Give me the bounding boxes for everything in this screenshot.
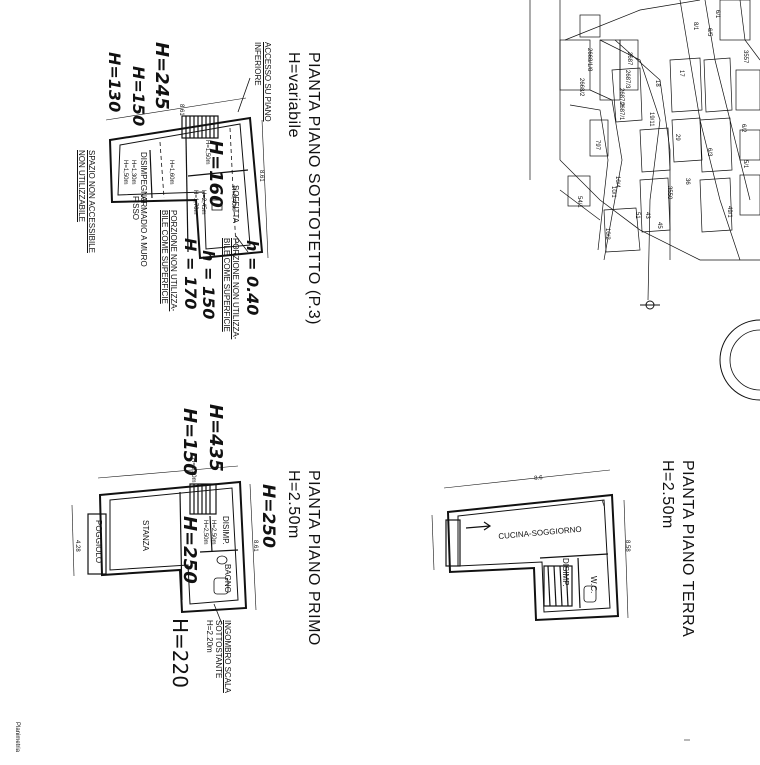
parcel-label: 5/1: [742, 160, 748, 169]
parcel-label: 17: [678, 70, 684, 77]
print-height-3: H=1,60m: [168, 160, 174, 185]
parcel-label: 2687/1: [618, 102, 624, 121]
ingombro-line3: H=2.20m: [205, 620, 214, 653]
ingombro-line2: SOTTOSTANTE: [214, 620, 223, 679]
room-armadio-line2: FISSO: [131, 196, 140, 221]
parcel-label: 6/5: [706, 28, 712, 37]
room-poggiolo: POGGIOLO: [94, 520, 103, 564]
parcel-label: 6/3: [706, 148, 712, 157]
room-bagno: BAGNO: [223, 564, 232, 593]
parcel-label: 54/1: [576, 196, 582, 208]
parcel-label: 43: [644, 212, 650, 219]
parcel-label: 18: [654, 80, 660, 87]
sottotetto-dim-right: 8.61: [258, 170, 264, 182]
primo-title: PIANTA PIANO PRIMO: [305, 470, 322, 646]
hand-h150: H=150: [129, 66, 148, 127]
porzione-b-line2: BILE COME SUPERFICIE: [160, 210, 169, 304]
primo-plan-outline: [71, 465, 257, 625]
print-height-1: H=0,40m: [230, 186, 236, 211]
parcel-label: 19/11: [648, 112, 654, 127]
room-disimp-primo: DISIMP.: [221, 516, 230, 545]
parcel-label: 10/1: [610, 186, 616, 198]
parcel-label: 3550: [666, 186, 672, 200]
room-stanza: STANZA: [141, 520, 150, 551]
parcel-label: 45: [656, 222, 662, 229]
porzione-b-line1: PORZIONE NON UTILIZZA-: [169, 210, 178, 312]
primo-print-height-2: H=2,50m: [210, 520, 216, 545]
room-armadio-line1: ARMADIO A MURO: [139, 196, 148, 267]
sottotetto-title: PIANTA PIANO SOTTOTETTO (P.3): [305, 52, 322, 325]
room-disimp-terra: DISIMP.: [561, 558, 570, 587]
hand-h250b: H=250: [179, 516, 200, 584]
sottotetto-access-line2: INFERIORE: [253, 42, 262, 86]
parcel-label: 2687: [626, 52, 632, 66]
parcel-label: 29: [674, 134, 680, 141]
cadastral-map: [529, 0, 760, 401]
hand-h130: H=130: [105, 52, 124, 113]
primo-print-height-3: H=2,50m: [202, 520, 208, 545]
print-height-7: H=1,70m: [192, 190, 198, 215]
sottotetto-height: H=variabile: [285, 52, 302, 138]
room-wc: W.C.: [589, 576, 598, 594]
hand-h435: H=435: [205, 404, 226, 472]
print-height-4: H=1,30m: [130, 160, 136, 185]
terra-dim-top: 8.6: [534, 475, 543, 482]
sottotetto-access-line1: ACCESSO SU PIANO: [263, 42, 272, 122]
primo-height: H=2.50m: [285, 470, 302, 539]
parcel-label: 797: [594, 140, 600, 151]
porzione-a-line2: BILE COME SUPERFICIE: [222, 238, 231, 332]
primo-dim-left: 4.28: [74, 540, 80, 552]
parcel-label: 51: [634, 212, 640, 219]
sottotetto-plan-outline: [105, 77, 269, 260]
parcel-label: 2668/2: [578, 78, 584, 97]
terra-plan-outline: [431, 469, 629, 622]
porzione-a-line1: PORZIONE NON UTILIZZA-: [231, 238, 240, 340]
parcel-label: 2668/1/8: [586, 48, 592, 72]
parcel-label: 2687/3: [624, 70, 630, 89]
hand-h170: H = 170: [181, 238, 200, 310]
hand-h250a: H=250: [258, 484, 278, 548]
parcel-label: 6/2: [740, 124, 746, 133]
parcel-label: 8/1: [692, 22, 698, 31]
parcel-label: 3557: [742, 50, 748, 64]
parcel-label: 49/1: [726, 206, 732, 218]
hand-h220: H=220: [168, 618, 192, 688]
spazio-line1: SPAZIO NON ACCESSIBILE: [87, 150, 96, 253]
footer-stamp: Planimetria: [14, 722, 20, 753]
parcel-label: 10/2: [604, 228, 610, 240]
print-height-5: H=1,50m: [122, 160, 128, 185]
ingombro-line1: INGOMBRO SCALA: [223, 620, 232, 693]
hand-h160: H=160: [205, 140, 226, 208]
terra-dim-right: 8.58: [624, 540, 630, 552]
sottotetto-dim-top: 8.61: [178, 104, 184, 116]
hand-h245: H=245: [151, 42, 172, 110]
spazio-line2: NON UTILIZZABILE: [77, 150, 86, 223]
parcel-label: 36: [684, 178, 690, 185]
hand-h040: h = 0.40: [243, 240, 262, 316]
parcel-label: 6/1: [714, 10, 720, 19]
terra-height: H=2.50m: [659, 460, 676, 529]
hand-h150-primo: H=150: [179, 408, 200, 476]
hand-h150b: h = 150: [199, 250, 218, 320]
terra-title: PIANTA PIANO TERRA: [679, 460, 696, 638]
